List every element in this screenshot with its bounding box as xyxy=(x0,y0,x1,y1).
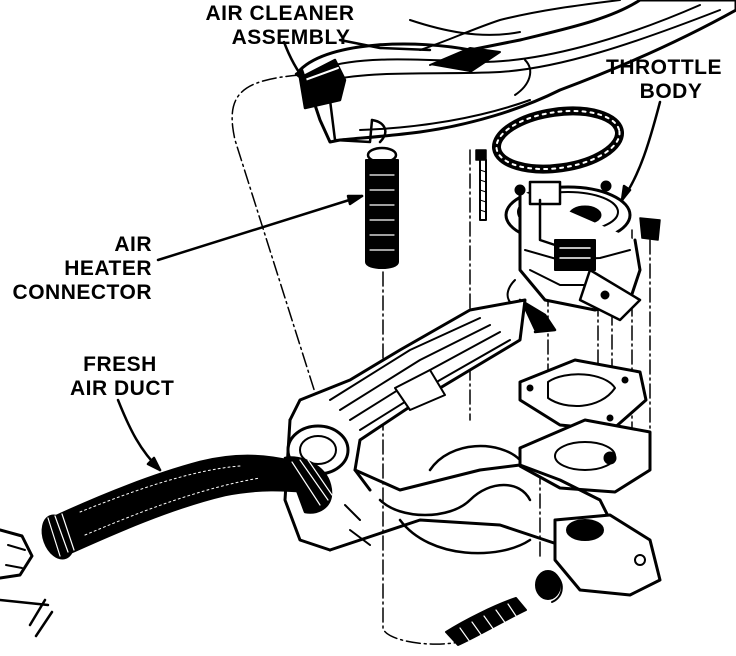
lower-hose xyxy=(445,570,563,646)
leader-lines xyxy=(116,38,662,472)
label-heater-line-1: AIR xyxy=(114,233,152,256)
label-air-cleaner-line-2: ASSEMBLY xyxy=(231,26,351,49)
throttle-body xyxy=(504,180,661,334)
label-duct-line-2: AIR DUCT xyxy=(70,377,175,400)
throttle-body-bolt xyxy=(475,149,487,221)
label-duct-line-1: FRESH xyxy=(83,353,157,376)
air-heater-connector-hose xyxy=(365,146,399,269)
label-throttle-line-2: BODY xyxy=(639,80,703,103)
label-air-cleaner-line-1: AIR CLEANER xyxy=(205,2,355,25)
label-heater-line-3: CONNECTOR xyxy=(12,281,152,304)
air-cleaner-housing xyxy=(298,0,736,144)
label-fresh-air-duct: FRESH AIR DUCT xyxy=(70,353,175,401)
throttle-body-gasket xyxy=(491,106,625,174)
intake-manifold xyxy=(283,298,662,597)
fresh-air-duct xyxy=(41,454,333,560)
label-air-cleaner-assembly: AIR CLEANER ASSEMBLY xyxy=(200,2,360,50)
label-heater-line-2: HEATER xyxy=(64,257,152,280)
label-throttle-body: THROTTLE BODY xyxy=(604,56,724,104)
label-throttle-line-1: THROTTLE xyxy=(606,56,722,79)
duct-bracket xyxy=(0,528,54,638)
throttle-body-gaskets xyxy=(518,358,652,494)
label-air-heater-connector: AIR HEATER CONNECTOR xyxy=(0,233,152,305)
